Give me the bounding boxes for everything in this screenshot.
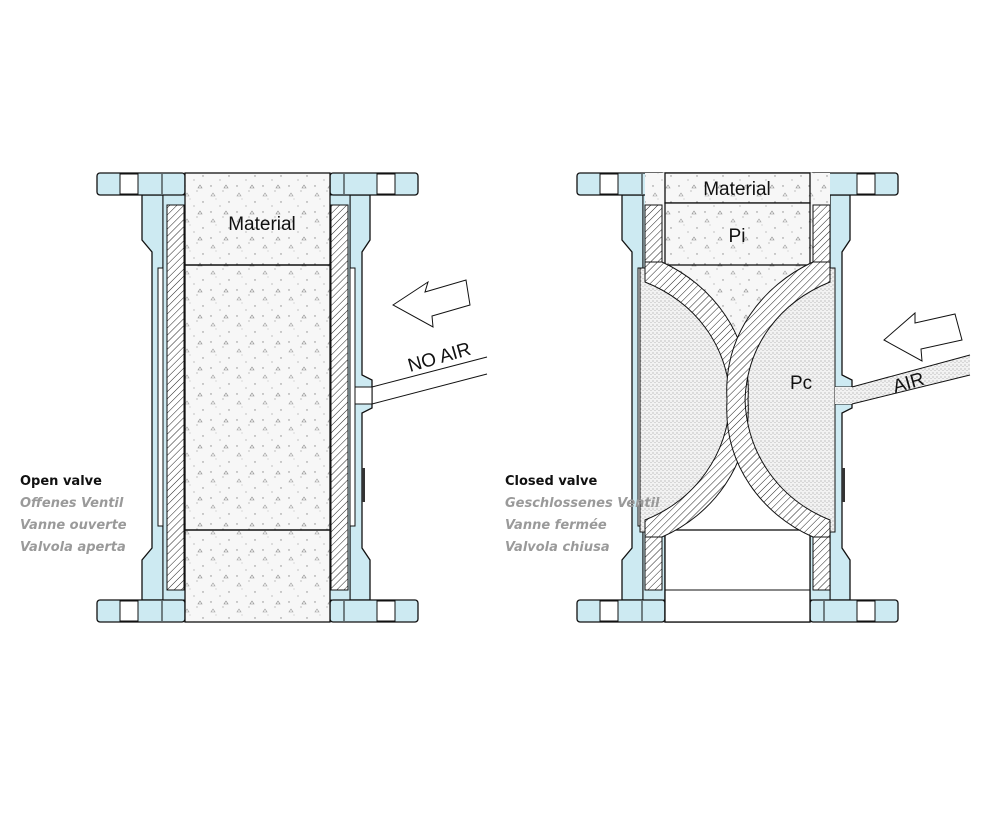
inlet-section <box>664 202 811 266</box>
material-section <box>664 172 811 204</box>
membrane-right <box>726 261 831 538</box>
sleeve-right <box>330 204 349 591</box>
material-label: Material <box>703 179 771 200</box>
caption-en: Open valve <box>20 474 102 489</box>
pc-label: Pc <box>790 373 812 394</box>
arrow-icon <box>883 311 963 362</box>
air-label: AIR <box>891 369 927 398</box>
air-line <box>371 356 488 388</box>
caption-fr: Vanne fermée <box>505 518 607 533</box>
arrow-icon <box>392 279 471 328</box>
sleeve-left <box>166 204 185 591</box>
caption-it: Valvola aperta <box>20 540 126 555</box>
caption-de: Geschlossenes Ventil <box>505 496 660 511</box>
caption-de: Offenes Ventil <box>20 496 124 511</box>
no-air-label: NO AIR <box>406 339 474 377</box>
membrane-left <box>644 261 749 538</box>
open-valve: Material NO AIR Open valve Offenes Venti… <box>20 172 488 623</box>
pi-label: Pi <box>729 226 746 247</box>
caption-it: Valvola chiusa <box>505 540 610 555</box>
material-label: Material <box>228 214 296 235</box>
caption-fr: Vanne ouverte <box>20 518 127 533</box>
closed-valve: Material Pi Pc AIR Closed valve Geschlos… <box>505 172 971 623</box>
material-channel <box>184 172 331 623</box>
caption-en: Closed valve <box>505 474 597 489</box>
air-line <box>851 354 971 388</box>
